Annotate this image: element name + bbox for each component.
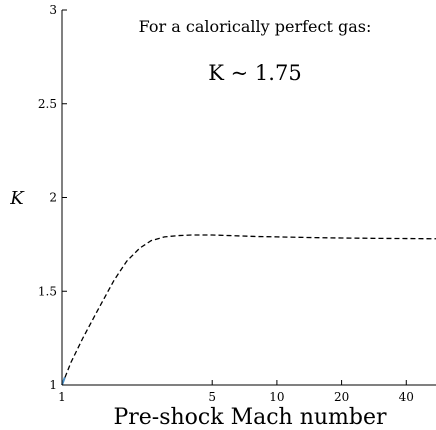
- y-tick-label: 2: [49, 191, 57, 205]
- annotation-title: For a calorically perfect gas:: [139, 17, 372, 36]
- y-tick-label: 3: [49, 3, 57, 17]
- y-tick-label: 1: [49, 378, 57, 392]
- x-tick-label: 40: [399, 390, 414, 404]
- x-tick-label: 5: [208, 390, 216, 404]
- x-axis-label: Pre-shock Mach number: [113, 405, 387, 430]
- k-curve-dashed: [61, 234, 436, 386]
- x-tick-label: 20: [334, 390, 349, 404]
- annotation-k-value: K ~ 1.75: [208, 61, 301, 85]
- x-tick-label: 1: [58, 390, 66, 404]
- x-tick-label: 10: [269, 390, 284, 404]
- series-layer: [61, 234, 436, 386]
- y-tick-label: 2.5: [38, 97, 57, 111]
- ticks: 1 1.5 2 2.5 3 1 5 10 20 40: [38, 3, 414, 404]
- y-tick-label: 1.5: [38, 284, 57, 298]
- y-axis-label: K: [9, 188, 25, 209]
